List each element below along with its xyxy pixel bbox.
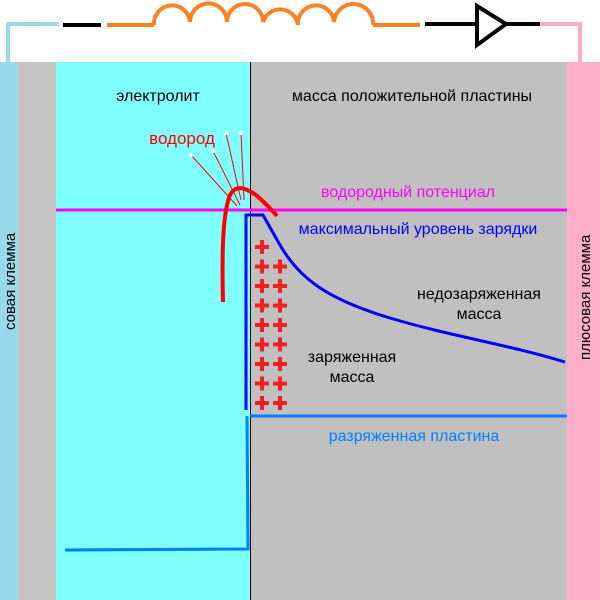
- charge-plus-icon: [273, 396, 287, 410]
- undercharged-mass-label-1: недозаряженная: [417, 286, 541, 303]
- charged-mass-label-2: масса: [330, 369, 375, 386]
- negative-wire: [6, 22, 59, 62]
- hydrogen-curve: [220, 186, 279, 303]
- max-charge-level-label: максимальный уровень зарядки: [299, 221, 538, 238]
- charge-markers: [255, 240, 287, 410]
- charge-plus-icon: [255, 318, 269, 332]
- positive-wire: [540, 22, 582, 62]
- electrolyte-label: электролит: [116, 88, 200, 105]
- electrolyte-region: [56, 62, 250, 600]
- bubble: [189, 153, 193, 157]
- charge-plus-icon: [255, 259, 269, 274]
- charge-plus-icon: [255, 298, 269, 313]
- charge-plus-icon: [273, 337, 287, 352]
- charge-plus-icon: [273, 259, 287, 274]
- bubble: [224, 131, 228, 135]
- bubble: [211, 149, 215, 153]
- diode-icon: [475, 2, 510, 49]
- charge-plus-icon: [273, 298, 287, 313]
- charge-plus-icon: [273, 376, 287, 391]
- charge-plus-icon: [255, 279, 269, 293]
- hydrogen-potential-label: водородный потенциал: [321, 184, 495, 201]
- positive-mass-region: [250, 62, 567, 600]
- negative-terminal-label: совая клемма: [2, 232, 19, 330]
- positive-terminal-bar: [567, 62, 600, 600]
- hydrogen-label: водород: [149, 129, 215, 148]
- inductor-coil: [107, 1, 420, 27]
- bubble: [239, 131, 243, 135]
- negative-plate: [18, 62, 56, 600]
- charge-plus-icon: [255, 240, 269, 254]
- charge-plus-icon: [273, 357, 287, 371]
- charge-plus-icon: [273, 279, 287, 293]
- positive-terminal-label: плюсовая клемма: [577, 234, 594, 360]
- discharged-plate-label: разряженная пластина: [329, 428, 500, 445]
- charge-plus-icon: [255, 357, 269, 371]
- circuit: [6, 1, 582, 62]
- charge-plus-icon: [255, 396, 269, 410]
- charge-plus-icon: [273, 318, 287, 332]
- discharged-electrolyte-line: [64, 415, 250, 552]
- charge-plus-icon: [255, 376, 269, 391]
- charged-mass-label-1: заряженная: [308, 349, 396, 366]
- max-charge-curve: [244, 213, 566, 410]
- negative-terminal-bar: [0, 62, 18, 600]
- positive-mass-label: масса положительной пластины: [292, 88, 532, 105]
- hydrogen-bubbles: [189, 131, 245, 207]
- undercharged-mass-label-2: масса: [457, 306, 502, 323]
- charge-plus-icon: [255, 337, 269, 352]
